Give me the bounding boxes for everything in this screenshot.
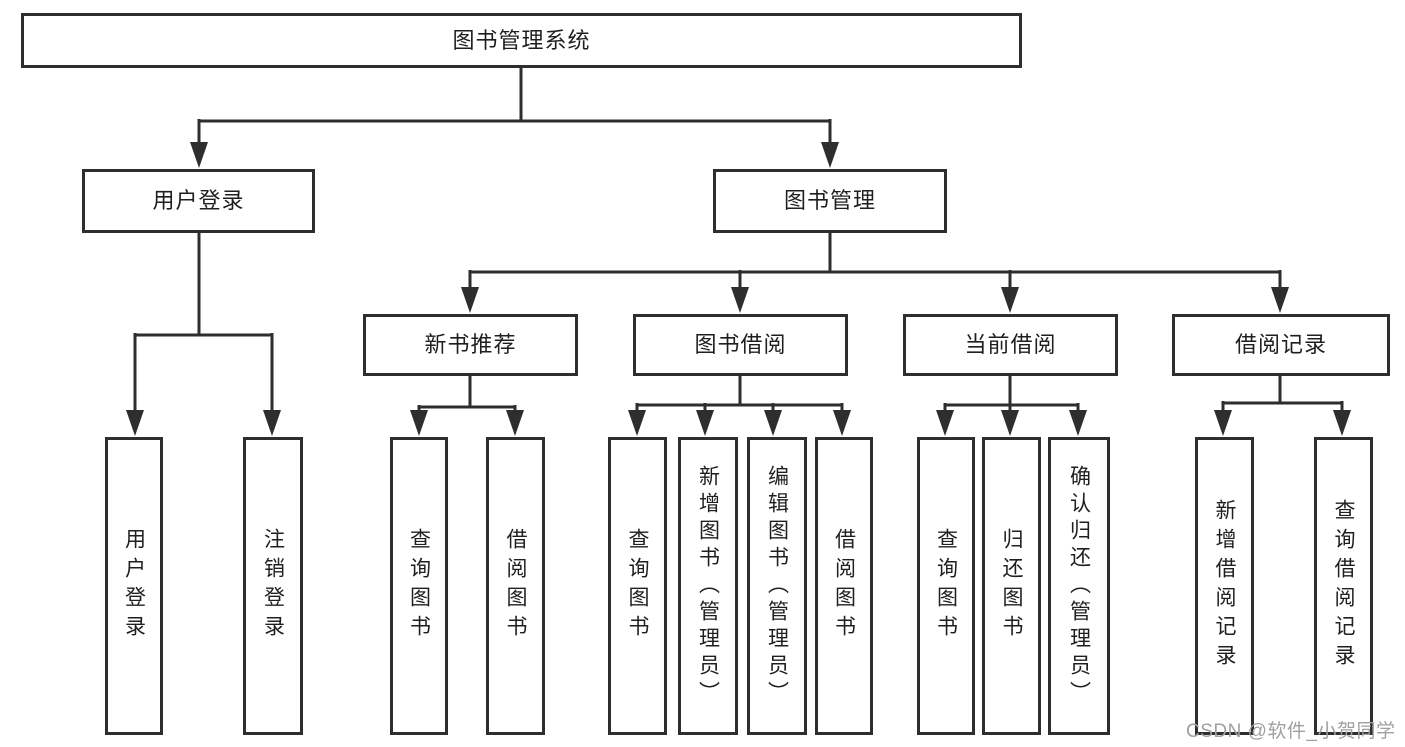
leaf-return-book: 归还图书 xyxy=(982,437,1041,735)
leaf-query-books-recommend: 查询图书 xyxy=(390,437,448,735)
leaf-user-login: 用户登录 xyxy=(105,437,163,735)
leaf-add-book-admin-label: 新增图书（管理员） xyxy=(696,464,720,708)
leaf-borrow-books: 借阅图书 xyxy=(815,437,873,735)
csdn-watermark: CSDN @软件_小贺同学 xyxy=(1186,721,1396,742)
node-borrow-records: 借阅记录 xyxy=(1172,314,1390,376)
node-book-management-label: 图书管理 xyxy=(783,188,876,213)
leaf-borrow-books-recommend: 借阅图书 xyxy=(486,437,545,735)
node-root-label: 图书管理系统 xyxy=(452,27,591,53)
leaf-return-book-label: 归还图书 xyxy=(1000,528,1023,644)
leaf-confirm-return-admin-label: 确认归还（管理员） xyxy=(1067,464,1091,708)
leaf-borrow-books-recommend-label: 借阅图书 xyxy=(504,528,527,644)
leaf-confirm-return-admin: 确认归还（管理员） xyxy=(1048,437,1110,735)
node-new-book-recommend-label: 新书推荐 xyxy=(424,332,517,357)
node-user-login: 用户登录 xyxy=(82,169,315,233)
node-new-book-recommend: 新书推荐 xyxy=(363,314,578,376)
leaf-add-borrow-record: 新增借阅记录 xyxy=(1195,437,1254,735)
node-user-login-label: 用户登录 xyxy=(152,188,245,213)
leaf-user-login-label: 用户登录 xyxy=(122,528,146,644)
leaf-edit-book-admin: 编辑图书（管理员） xyxy=(747,437,807,735)
node-current-borrow: 当前借阅 xyxy=(903,314,1118,376)
node-book-management: 图书管理 xyxy=(713,169,947,233)
node-current-borrow-label: 当前借阅 xyxy=(964,332,1057,357)
leaf-query-borrow-record: 查询借阅记录 xyxy=(1314,437,1373,735)
leaf-logout-label: 注销登录 xyxy=(261,528,285,644)
leaf-edit-book-admin-label: 编辑图书（管理员） xyxy=(765,464,789,708)
leaf-query-books-recommend-label: 查询图书 xyxy=(407,528,431,644)
node-borrow-records-label: 借阅记录 xyxy=(1234,332,1327,357)
leaf-add-book-admin: 新增图书（管理员） xyxy=(678,437,738,735)
leaf-logout: 注销登录 xyxy=(243,437,303,735)
leaf-query-books-current: 查询图书 xyxy=(917,437,975,735)
leaf-query-books-current-label: 查询图书 xyxy=(934,528,958,644)
leaf-query-books-borrow-label: 查询图书 xyxy=(626,528,649,644)
leaf-borrow-books-label: 借阅图书 xyxy=(832,528,856,644)
leaf-add-borrow-record-label: 新增借阅记录 xyxy=(1213,499,1236,673)
node-book-borrow: 图书借阅 xyxy=(633,314,848,376)
node-book-borrow-label: 图书借阅 xyxy=(694,332,787,357)
leaf-query-books-borrow: 查询图书 xyxy=(608,437,667,735)
node-root-system: 图书管理系统 xyxy=(21,13,1022,68)
leaf-query-borrow-record-label: 查询借阅记录 xyxy=(1332,499,1355,673)
